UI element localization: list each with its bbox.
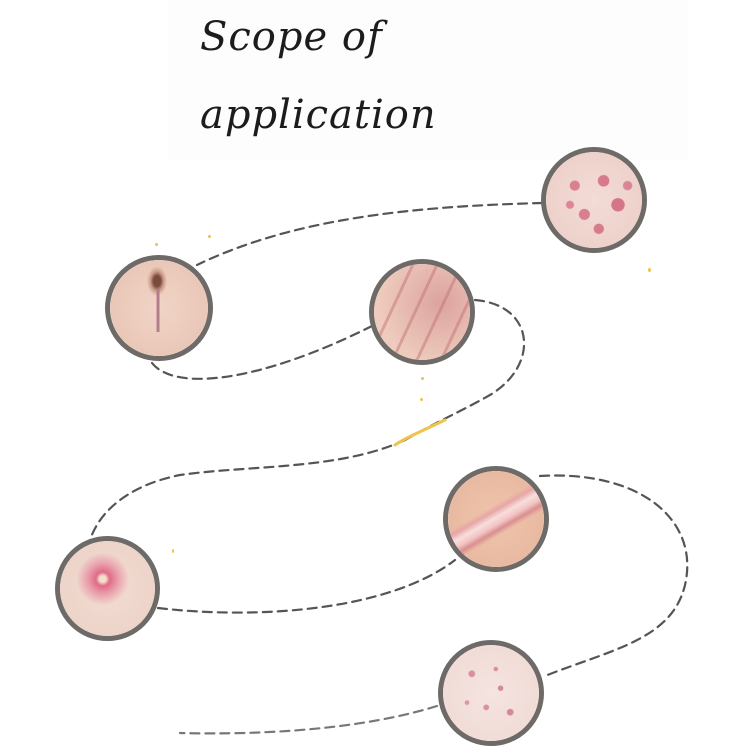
stretch-marks-image: Stretch marks [369,259,475,365]
yellow-streak [393,418,447,447]
title-background [168,0,688,160]
abdominal-scar-image: Navel with vertical surgical scar [105,255,213,361]
decorative-speck [648,268,651,272]
decorative-speck [420,398,423,401]
title-line-2: application [200,92,437,138]
decorative-speck [155,243,158,246]
skin-rash-image: Raised red skin bumps [541,147,647,253]
decorative-speck [172,549,174,553]
title-line-1: Scope of [200,14,383,60]
acne-marks-image: Acne marks [438,640,544,746]
raised-scar-image: Raised linear scar [443,466,549,572]
red-spot-image: Red inflamed spot [55,536,160,641]
decorative-speck [421,377,424,380]
decorative-speck [208,235,211,238]
